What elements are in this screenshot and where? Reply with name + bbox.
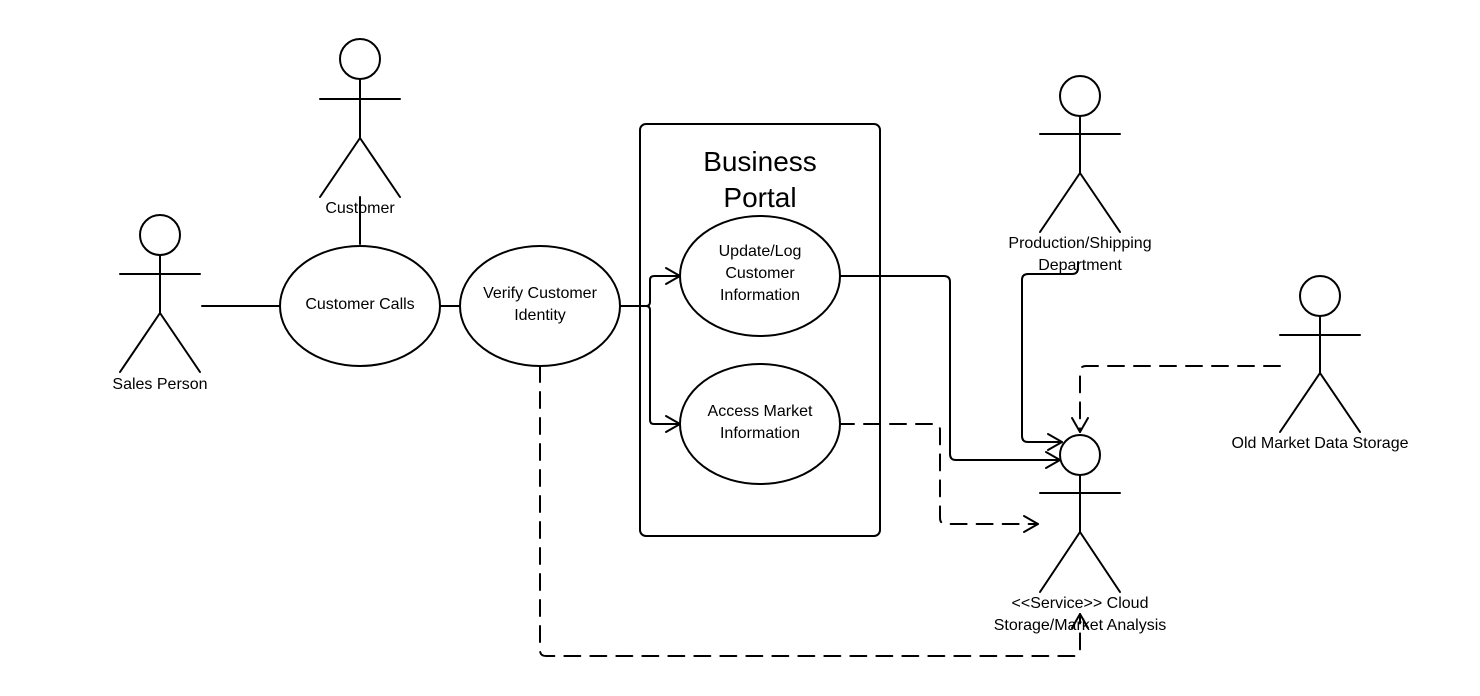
production-label-line2: Department (1038, 257, 1122, 274)
update-log-ellipse (679, 215, 841, 337)
production-to-cloud-arrowhead (1047, 433, 1063, 451)
verify-identity-label-line1: Verify Customer (483, 285, 597, 302)
verify-identity-label-line2: Identity (514, 307, 566, 324)
oldmarket-to-cloud-arrowhead (1071, 417, 1089, 433)
sales-person-label: Sales Person (112, 376, 207, 393)
production-head (1059, 75, 1101, 117)
actor-cloud-storage-service: <<Service>> Cloud Storage/Market Analysi… (994, 434, 1167, 634)
customer-calls-ellipse (279, 245, 441, 367)
use-case-access-market: Access Market Information (679, 363, 841, 485)
cloud-label-line2: Storage/Market Analysis (994, 617, 1167, 634)
cloud-head (1059, 434, 1101, 476)
verify-to-access-arrow (645, 305, 681, 425)
access-market-label-line2: Information (720, 425, 800, 442)
access-to-cloud-arrowhead (1023, 515, 1039, 533)
use-case-verify-identity: Verify Customer Identity (459, 245, 621, 367)
customer-calls-label: Customer Calls (305, 296, 414, 313)
boundary-title-line1: Business (703, 146, 817, 177)
access-market-ellipse (679, 363, 841, 485)
update-log-label-line2: Customer (725, 265, 795, 282)
use-case-customer-calls: Customer Calls (279, 245, 441, 367)
boundary-title-line2: Portal (723, 182, 796, 213)
actor-sales-person: Sales Person (112, 214, 208, 393)
old-market-head (1299, 275, 1341, 317)
verify-to-cloud-arrowhead (1071, 613, 1089, 629)
access-to-cloud-dashed-line (837, 423, 1039, 525)
use-case-update-log: Update/Log Customer Information (679, 215, 841, 337)
access-market-label-line1: Access Market (708, 403, 813, 420)
cloud-label-line1: <<Service>> Cloud (1012, 595, 1149, 612)
production-label-line1: Production/Shipping (1008, 235, 1151, 252)
production-to-cloud-line (1021, 261, 1079, 443)
update-to-cloud-line (837, 275, 1061, 461)
customer-head (339, 38, 381, 80)
update-log-label-line3: Information (720, 287, 800, 304)
business-portal-boundary: Business Portal (639, 123, 881, 537)
actor-production-department: Production/Shipping Department (1008, 75, 1152, 274)
verify-to-cloud-dashed-line (539, 365, 1081, 657)
old-market-label: Old Market Data Storage (1232, 435, 1409, 452)
update-log-label-line1: Update/Log (719, 243, 802, 260)
actor-customer: Customer (319, 38, 401, 217)
verify-identity-ellipse (459, 245, 621, 367)
oldmarket-to-cloud-dashed-line (1079, 365, 1281, 433)
actor-old-market-data-storage: Old Market Data Storage (1232, 275, 1409, 452)
sales-person-head (139, 214, 181, 256)
customer-label: Customer (325, 200, 395, 217)
boundary-box (639, 123, 881, 537)
